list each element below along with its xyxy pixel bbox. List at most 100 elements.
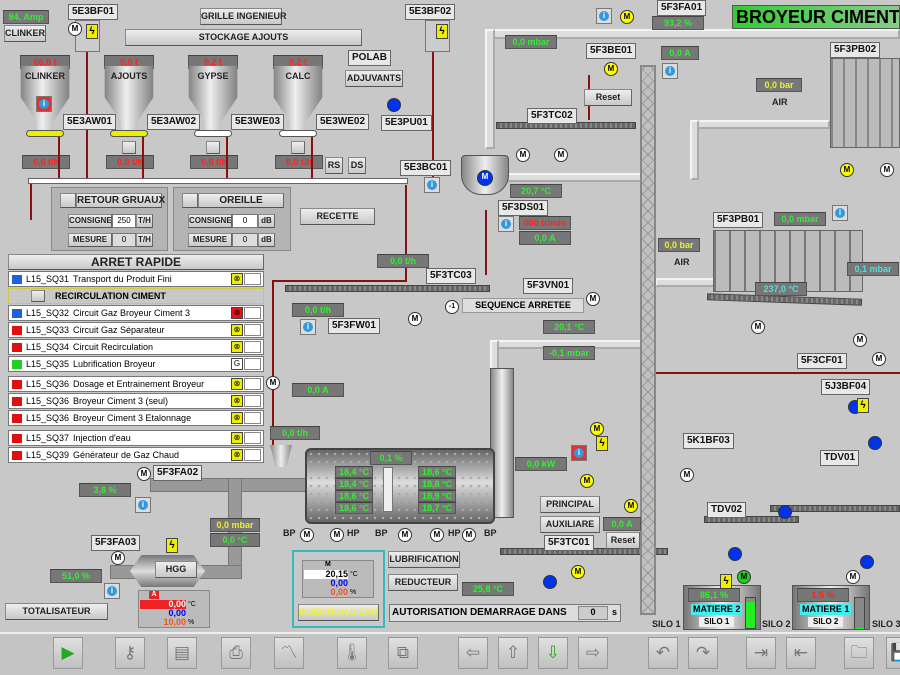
row-checkbox[interactable]	[244, 378, 261, 390]
bearing-pump-motor-icon[interactable]: M	[398, 528, 412, 542]
info-button[interactable]	[300, 319, 316, 335]
bearing-pump-motor-icon[interactable]: M	[300, 528, 314, 542]
toolbar-import-button[interactable]: ⇥	[746, 637, 776, 669]
toolbar-arrow-left-button[interactable]: ⇦	[458, 637, 488, 669]
motor-icon[interactable]: M	[408, 312, 422, 326]
toolbar-thermometer-button[interactable]: 🌡	[337, 637, 367, 669]
bearing-pump-motor-icon[interactable]: M	[462, 528, 476, 542]
fan-motor-icon[interactable]: M	[620, 10, 634, 24]
separator-motor-icon[interactable]: M	[477, 170, 493, 186]
motor-icon[interactable]	[868, 436, 882, 450]
main-drive-motor-icon[interactable]: M	[580, 474, 594, 488]
motor-icon[interactable]: M	[571, 565, 585, 579]
status-icon[interactable]: ⊗	[231, 432, 243, 444]
clinker-button[interactable]: CLINKER	[4, 25, 46, 42]
row-checkbox[interactable]	[244, 307, 261, 319]
toolbar-start-button[interactable]: ▶	[53, 637, 83, 669]
motor-icon[interactable]: M	[266, 376, 280, 390]
toolbar-export-button[interactable]: ⇤	[786, 637, 816, 669]
motor-icon[interactable]: M	[846, 570, 860, 584]
motor-icon[interactable]: M	[853, 333, 867, 347]
motor-icon[interactable]: M	[68, 22, 82, 36]
toolbar-save-button[interactable]: 💾	[886, 637, 900, 669]
row-checkbox[interactable]	[244, 449, 261, 461]
motor-icon[interactable]: M	[554, 148, 568, 162]
pump-motor-icon[interactable]	[543, 575, 557, 589]
toolbar-folders-button[interactable]: 🗀	[844, 637, 874, 669]
hgg-button[interactable]: HGG	[155, 561, 197, 578]
clinker-info-button[interactable]	[36, 96, 52, 112]
injection-eau-button[interactable]: INJECTION D'EAU	[298, 604, 379, 621]
row-checkbox[interactable]	[244, 395, 261, 407]
pump-motor-icon[interactable]	[387, 98, 401, 112]
reset-tc01-button[interactable]: Reset	[606, 532, 640, 549]
motor-icon[interactable]	[728, 547, 742, 561]
motor-icon[interactable]: M	[586, 292, 600, 306]
info-button[interactable]	[104, 583, 120, 599]
feeder-select-button[interactable]	[291, 141, 305, 154]
toolbar-arrow-down-button[interactable]: ⇩	[538, 637, 568, 669]
bearing-pump-motor-icon[interactable]: M	[330, 528, 344, 542]
toolbar-arrow-up-button[interactable]: ⇧	[498, 637, 528, 669]
motor-icon[interactable]: M	[137, 467, 151, 481]
auxiliare-button[interactable]: AUXILIARE	[540, 516, 600, 533]
status-icon[interactable]: G	[231, 358, 243, 370]
toolbar-redo-button[interactable]: ↷	[688, 637, 718, 669]
ds-button[interactable]: DS	[348, 157, 366, 174]
stockage-ajouts-button[interactable]: STOCKAGE AJOUTS	[125, 29, 362, 46]
motor-icon[interactable]: M	[880, 163, 894, 177]
status-icon[interactable]: ⊗	[231, 341, 243, 353]
recirculation-toggle[interactable]	[31, 290, 45, 302]
status-icon[interactable]: ⊗	[231, 324, 243, 336]
reset-be01-button[interactable]: Reset	[584, 89, 632, 106]
info-button[interactable]	[662, 63, 678, 79]
motor-icon[interactable]: M	[680, 468, 694, 482]
row-checkbox[interactable]	[244, 432, 261, 444]
toolbar-screen-switch-button[interactable]: ⧉	[388, 637, 418, 669]
motor-icon[interactable]: M	[751, 320, 765, 334]
grille-ingenieur-button[interactable]: GRILLE INGENIEUR	[200, 8, 287, 25]
lubrification-button[interactable]: LUBRIFICATION	[388, 551, 460, 568]
motor-icon[interactable]: M	[516, 148, 530, 162]
status-icon[interactable]: ⊗	[231, 378, 243, 390]
info-button[interactable]	[135, 497, 151, 513]
status-icon[interactable]: ⊗	[231, 395, 243, 407]
status-icon[interactable]: ⊗	[231, 273, 243, 285]
motor-icon[interactable]	[860, 555, 874, 569]
toolbar-keys-button[interactable]: ⚷	[115, 637, 145, 669]
rs-button[interactable]: RS	[325, 157, 343, 174]
status-icon[interactable]: ⊗	[231, 449, 243, 461]
info-button[interactable]	[596, 8, 612, 24]
oreille-consigne-input[interactable]: 0	[232, 214, 258, 228]
motor-icon[interactable]: M	[840, 163, 854, 177]
motor-icon[interactable]: M	[590, 422, 604, 436]
info-button[interactable]	[832, 205, 848, 221]
retour-consigne-input[interactable]: 250	[112, 214, 136, 228]
toolbar-printer-button[interactable]: ⎙	[221, 637, 251, 669]
toolbar-undo-button[interactable]: ↶	[648, 637, 678, 669]
motor-icon[interactable]	[778, 505, 792, 519]
status-icon[interactable]: ⊗	[231, 307, 243, 319]
row-checkbox[interactable]	[244, 358, 261, 370]
info-button[interactable]	[498, 216, 514, 232]
toolbar-trend-button[interactable]: 〽	[274, 637, 304, 669]
reducteur-button[interactable]: REDUCTEUR	[388, 574, 458, 591]
bearing-pump-motor-icon[interactable]: M	[430, 528, 444, 542]
motor-icon[interactable]: M	[624, 499, 638, 513]
motor-icon[interactable]: M	[872, 352, 886, 366]
totalisateur-button[interactable]: TOTALISATEUR	[5, 603, 108, 620]
adjuvants-button[interactable]: ADJUVANTS	[345, 70, 403, 87]
principal-button[interactable]: PRINCIPAL	[540, 496, 600, 513]
elevator-motor-icon[interactable]: M	[604, 62, 618, 76]
status-icon[interactable]: ⊗	[231, 412, 243, 424]
recette-button[interactable]: RECETTE	[300, 208, 375, 225]
